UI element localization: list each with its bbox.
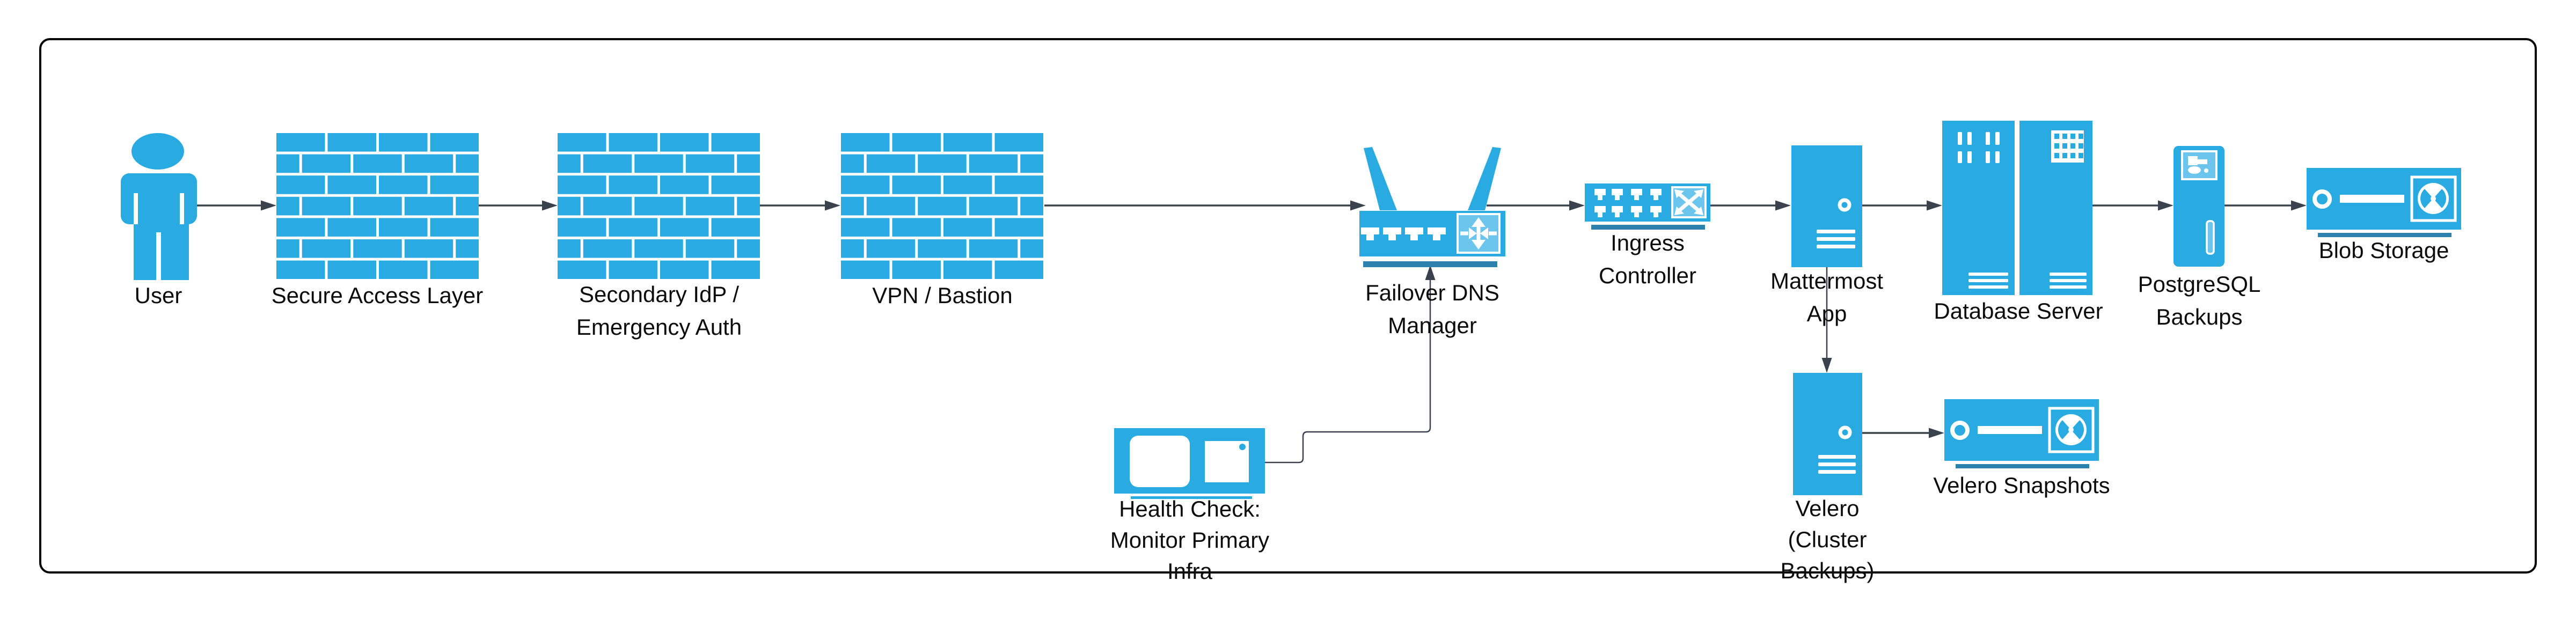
firewall-icon-secure-access	[276, 133, 479, 279]
tower-pc-icon-postgresql	[2174, 146, 2224, 267]
edge-vpn-bastion-to-failover-dns	[1044, 200, 1366, 211]
edge-mattermost-to-velero	[1821, 267, 1832, 373]
firewall-icon-vpn-bastion	[841, 133, 1043, 279]
edge-postgresql-to-blob	[2224, 200, 2307, 211]
node-label-database: Database Server	[1934, 298, 2103, 324]
edges	[196, 200, 2307, 464]
switch-crossover-glyph	[1674, 189, 1703, 215]
node-label-failover-dns: Failover DNS Manager	[1365, 280, 1499, 338]
node-label-vpn-bastion: VPN / Bastion	[872, 283, 1013, 308]
tape-drive-icon-blob-storage	[2307, 168, 2461, 237]
node-label-postgresql: PostgreSQL Backups	[2138, 271, 2261, 329]
edge-secondary-idp-to-vpn-bastion	[760, 200, 840, 211]
node-label-velero-snapshots: Velero Snapshots	[1933, 473, 2110, 498]
wireless-router-icon	[1359, 147, 1505, 267]
network-switch-icon	[1585, 183, 1710, 230]
node-label-mattermost: Mattermost App	[1770, 268, 1884, 326]
node-label-blob-storage: Blob Storage	[2318, 238, 2449, 263]
node-label-secondary-idp: Secondary IdP / Emergency Auth	[576, 282, 742, 340]
node-label-velero: Velero (Cluster Backups)	[1780, 496, 1875, 583]
firewall-icon-secondary-idp	[558, 133, 760, 279]
router-crossed-arrows-glyph	[1460, 217, 1497, 249]
node-label-health-check: Health Check: Monitor Primary Infra	[1110, 496, 1270, 584]
server-tower-icon-velero	[1793, 373, 1862, 495]
edge-mattermost-to-database	[1862, 200, 1942, 211]
server-rack-icon-database	[1942, 121, 2092, 295]
monitor-icon-health-check	[1114, 428, 1265, 499]
node-label-secure-access: Secure Access Layer	[271, 283, 484, 308]
edge-health-check-to-failover-dns	[1265, 265, 1436, 464]
node-label-user: User	[134, 283, 182, 308]
server-tower-icon-mattermost	[1791, 145, 1862, 267]
edge-ingress-to-mattermost	[1710, 200, 1791, 211]
edge-secure-access-to-secondary-idp	[479, 200, 558, 211]
edge-database-to-postgresql	[2092, 200, 2174, 211]
node-label-ingress: Ingress Controller	[1598, 230, 1697, 288]
edge-velero-to-snapshots	[1862, 428, 1944, 438]
edge-user-to-secure-access	[196, 200, 276, 211]
edge-failover-dns-to-ingress	[1487, 200, 1585, 211]
user-icon	[121, 133, 197, 280]
tape-drive-icon-velero-snapshots	[1944, 399, 2099, 468]
